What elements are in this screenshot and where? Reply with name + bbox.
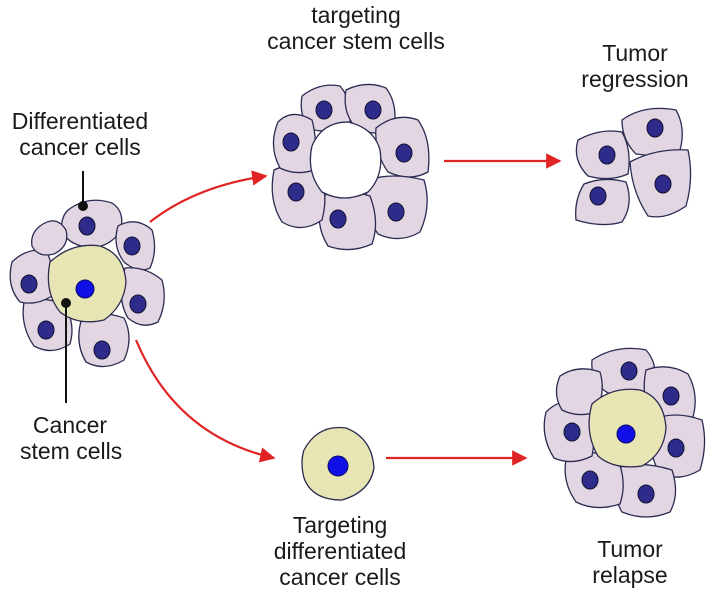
nucleus <box>364 100 382 120</box>
label-cancer-stem-cells: Cancer stem cells <box>20 412 123 464</box>
differentiated-cell <box>318 191 377 251</box>
differentiated-cell <box>31 220 68 256</box>
label-tumor-regression: Tumor regression <box>581 40 689 92</box>
nucleus <box>598 145 616 165</box>
label-tumor-relapse: Tumor relapse <box>592 536 668 588</box>
nucleus <box>78 216 96 236</box>
nucleus <box>581 470 599 490</box>
arrow-to-ring <box>149 170 268 223</box>
pointer-dot <box>78 201 88 211</box>
label-differentiated-cancer-cells: Differentiated cancer cells <box>11 108 149 160</box>
label-pointers <box>61 171 88 403</box>
nucleus <box>282 132 300 152</box>
nucleus <box>667 438 685 458</box>
label-targeting-differentiated-cancer-cells: Targeting differentiated cancer cells <box>273 512 407 590</box>
nucleus <box>654 174 672 194</box>
pointer-dot <box>61 298 71 308</box>
nucleus <box>287 182 305 202</box>
nucleus <box>315 100 333 120</box>
arrows <box>134 153 562 466</box>
relapsed-tumor <box>543 347 706 518</box>
nucleus <box>637 484 655 504</box>
nucleus <box>395 143 413 163</box>
nucleus <box>646 118 664 138</box>
regressed-tumor <box>575 107 692 226</box>
nucleus <box>329 209 347 229</box>
nucleus <box>387 202 405 222</box>
nucleus <box>37 320 55 340</box>
surviving-stem-cell <box>301 426 375 501</box>
nucleus <box>129 294 147 314</box>
nucleus <box>589 186 607 206</box>
stem-nucleus <box>327 455 349 477</box>
arrow-to-stem-cell <box>134 339 276 463</box>
stem-nucleus <box>75 279 95 299</box>
ring-tumor <box>271 83 430 251</box>
stem-nucleus <box>616 424 636 444</box>
nucleus <box>662 386 680 406</box>
nucleus <box>20 274 38 294</box>
nucleus <box>123 236 141 256</box>
ring-lumen <box>309 121 382 199</box>
nucleus <box>620 361 638 381</box>
label-targeting-cancer-stem-cells: targeting cancer stem cells <box>267 2 445 54</box>
nucleus <box>563 422 581 442</box>
nucleus <box>93 340 111 360</box>
initial-tumor <box>9 199 165 368</box>
